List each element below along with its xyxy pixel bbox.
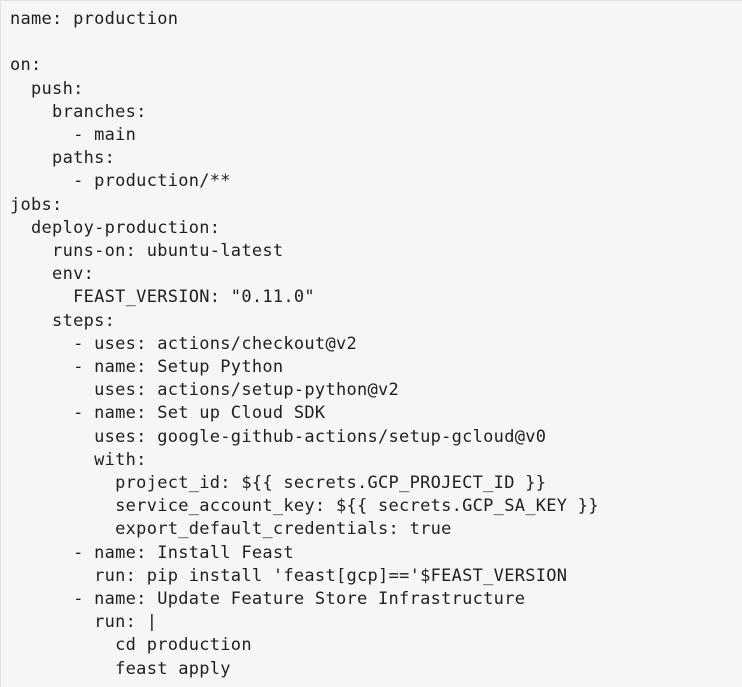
yaml-code-text: name: production on: push: branches: - m… [10,9,599,679]
